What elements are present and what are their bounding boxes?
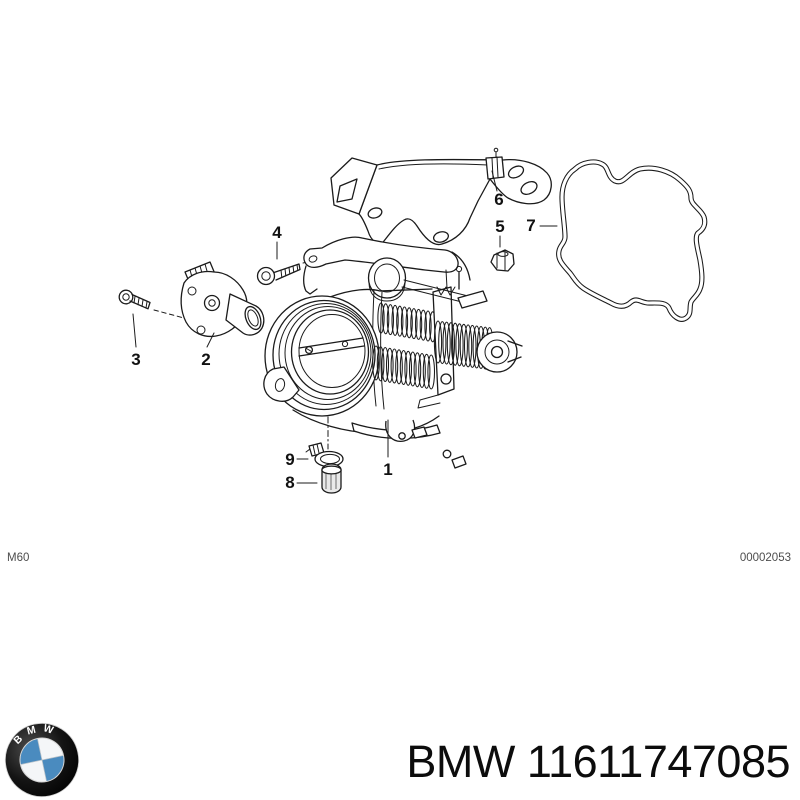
hose-clamp-drawing bbox=[305, 442, 344, 468]
callout-1: 1 bbox=[383, 460, 393, 479]
callout-9: 9 bbox=[285, 450, 295, 469]
exploded-view-drawing bbox=[118, 147, 708, 494]
gasket-drawing bbox=[556, 159, 708, 322]
callout-2: 2 bbox=[201, 350, 211, 369]
callout-3: 3 bbox=[131, 350, 141, 369]
nut-drawing bbox=[490, 249, 515, 272]
exploded-view-area: 1 2 3 4 5 6 7 8 9 M60 00002053 bbox=[7, 147, 791, 564]
throttle-body-drawing bbox=[263, 236, 523, 469]
part-number-label: BMW 11611747085 bbox=[406, 736, 790, 787]
bolt-3-drawing bbox=[118, 289, 185, 319]
drawing-number-label: 00002053 bbox=[739, 552, 791, 564]
callout-7: 7 bbox=[526, 216, 536, 235]
leader-lines bbox=[132, 170, 558, 484]
callout-6: 6 bbox=[494, 190, 504, 209]
callout-8: 8 bbox=[285, 473, 295, 492]
cap-drawing bbox=[321, 463, 342, 494]
engine-code-label: M60 bbox=[7, 552, 30, 564]
callout-4: 4 bbox=[272, 223, 282, 242]
sensor-drawing bbox=[180, 261, 265, 338]
callout-5: 5 bbox=[495, 217, 505, 236]
lower-spring-drawing bbox=[372, 345, 436, 390]
upper-spring-drawing bbox=[377, 302, 437, 343]
bracket-clip-drawing bbox=[485, 147, 505, 180]
bmw-logo: BMW bbox=[4, 722, 80, 798]
spring-drum-drawing bbox=[433, 320, 494, 371]
logo-quadrants bbox=[19, 737, 65, 783]
mounting-bracket-drawing bbox=[330, 147, 552, 246]
